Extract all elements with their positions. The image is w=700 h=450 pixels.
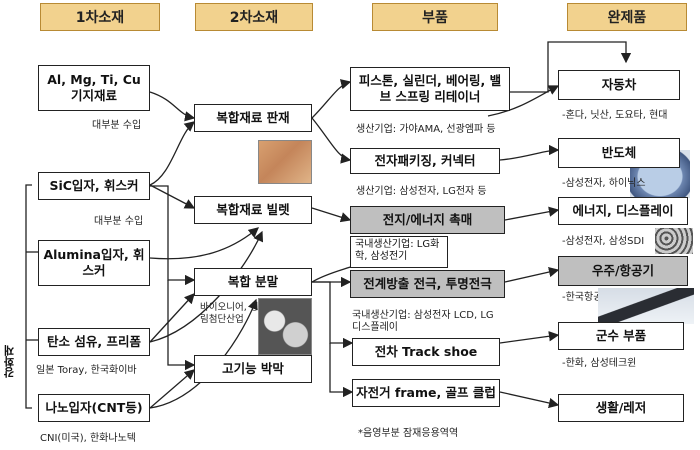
node-aero: 우주/항공기 <box>558 256 688 286</box>
node-leisure: 생활/레저 <box>558 394 684 422</box>
node-military: 군수 부품 <box>558 322 684 350</box>
node-battery: 전지/에너지 촉매 <box>350 206 505 234</box>
header-secondary: 2차소재 <box>195 3 313 31</box>
aircraft-image <box>598 288 694 324</box>
energy-image <box>655 228 693 254</box>
powder-sem-image <box>258 298 312 355</box>
note-electrode: 국내생산기업: 삼성전자 LCD, LG 디스플레이 <box>352 310 494 333</box>
note-car: -혼다, 닛산, 도요타, 현대 <box>562 110 668 121</box>
note-battery: 국내생산기업: LG화학, 삼성전기 <box>355 239 440 262</box>
node-car: 자동차 <box>558 70 680 100</box>
node-billet: 복합재료 빌렛 <box>194 196 312 224</box>
note-powder: 바이오니어, 성림첨단산업 <box>200 302 259 325</box>
node-powder: 복합 분말 <box>194 268 312 296</box>
note-carbon: 일본 Toray, 한국화이바 <box>36 365 137 376</box>
node-metals: Al, Mg, Ti, Cu 기지재료 <box>38 65 150 111</box>
node-packaging: 전자패키징, 커넥터 <box>350 148 500 174</box>
header-parts: 부품 <box>372 3 498 31</box>
node-trackshoe: 전차 Track shoe <box>352 338 500 366</box>
node-semi: 반도체 <box>558 138 680 168</box>
note-military: -한화, 삼성테크윈 <box>562 358 637 369</box>
header-final: 완제품 <box>567 3 687 31</box>
header-primary: 1차소재 <box>40 3 160 31</box>
node-sic: SiC입자, 휘스커 <box>38 172 150 200</box>
node-bike: 자전거 frame, 골프 클럽 <box>352 379 500 407</box>
node-carbon: 탄소 섬유, 프리폼 <box>38 328 150 356</box>
note-piston: 생산기업: 가야AMA, 선광엠파 등 <box>356 124 496 135</box>
note-sic: 대부분 수입 <box>94 216 144 227</box>
note-energy: -삼성전자, 삼성SDI <box>562 236 645 247</box>
node-electrode: 전계방출 전극, 투명전극 <box>350 270 505 298</box>
node-plate: 복합재료 판재 <box>194 104 312 132</box>
note-metals: 대부분 수입 <box>92 120 142 131</box>
node-nano: 나노입자(CNT등) <box>38 394 150 422</box>
node-alumina: Alumina입자, 휘스커 <box>38 240 150 286</box>
composite-plate-image <box>258 140 312 184</box>
note-nano: CNI(미국), 한화나노텍 <box>40 433 136 444</box>
node-energy: 에너지, 디스플레이 <box>558 197 688 225</box>
note-semi: -삼성전자, 하이닉스 <box>562 178 646 189</box>
note-battery-box: 국내생산기업: LG화학, 삼성전기 <box>350 236 448 268</box>
note-packaging: 생산기업: 삼성전자, LG전자 등 <box>356 186 487 197</box>
footnote: *음영부분 잠재응용역역 <box>358 428 459 439</box>
node-thinfilm: 고기능 박막 <box>194 355 312 383</box>
node-piston: 피스톤, 실린더, 베어링, 밸브 스프링 리테이너 <box>350 67 510 111</box>
